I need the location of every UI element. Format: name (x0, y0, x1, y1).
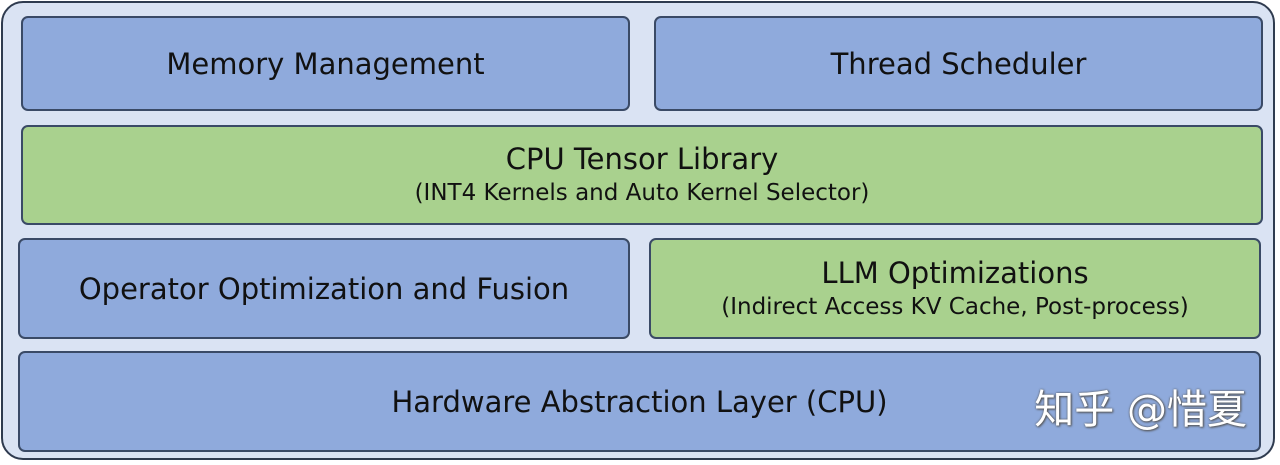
llm-optimizations-label: LLM Optimizations (821, 255, 1089, 290)
watermark: 知乎 @惜夏 (1034, 387, 1247, 433)
cpu-tensor-library-subtitle: (INT4 Kernels and Auto Kernel Selector) (414, 180, 870, 206)
cpu-tensor-library-label: CPU Tensor Library (505, 142, 779, 176)
memory-management-box: Memory Management (21, 16, 630, 111)
cpu-tensor-library-box: CPU Tensor Library (INT4 Kernels and Aut… (21, 125, 1263, 225)
operator-optimization-box: Operator Optimization and Fusion (18, 238, 630, 339)
thread-scheduler-label: Thread Scheduler (830, 46, 1087, 81)
llm-optimizations-subtitle: (Indirect Access KV Cache, Post-process) (721, 293, 1189, 320)
llm-optimizations-box: LLM Optimizations (Indirect Access KV Ca… (649, 238, 1261, 339)
hardware-abstraction-layer-box: Hardware Abstraction Layer (CPU) (18, 351, 1261, 452)
memory-management-label: Memory Management (166, 46, 485, 81)
hardware-abstraction-layer-label: Hardware Abstraction Layer (CPU) (391, 384, 888, 419)
thread-scheduler-box: Thread Scheduler (654, 16, 1263, 111)
operator-optimization-label: Operator Optimization and Fusion (78, 271, 570, 306)
